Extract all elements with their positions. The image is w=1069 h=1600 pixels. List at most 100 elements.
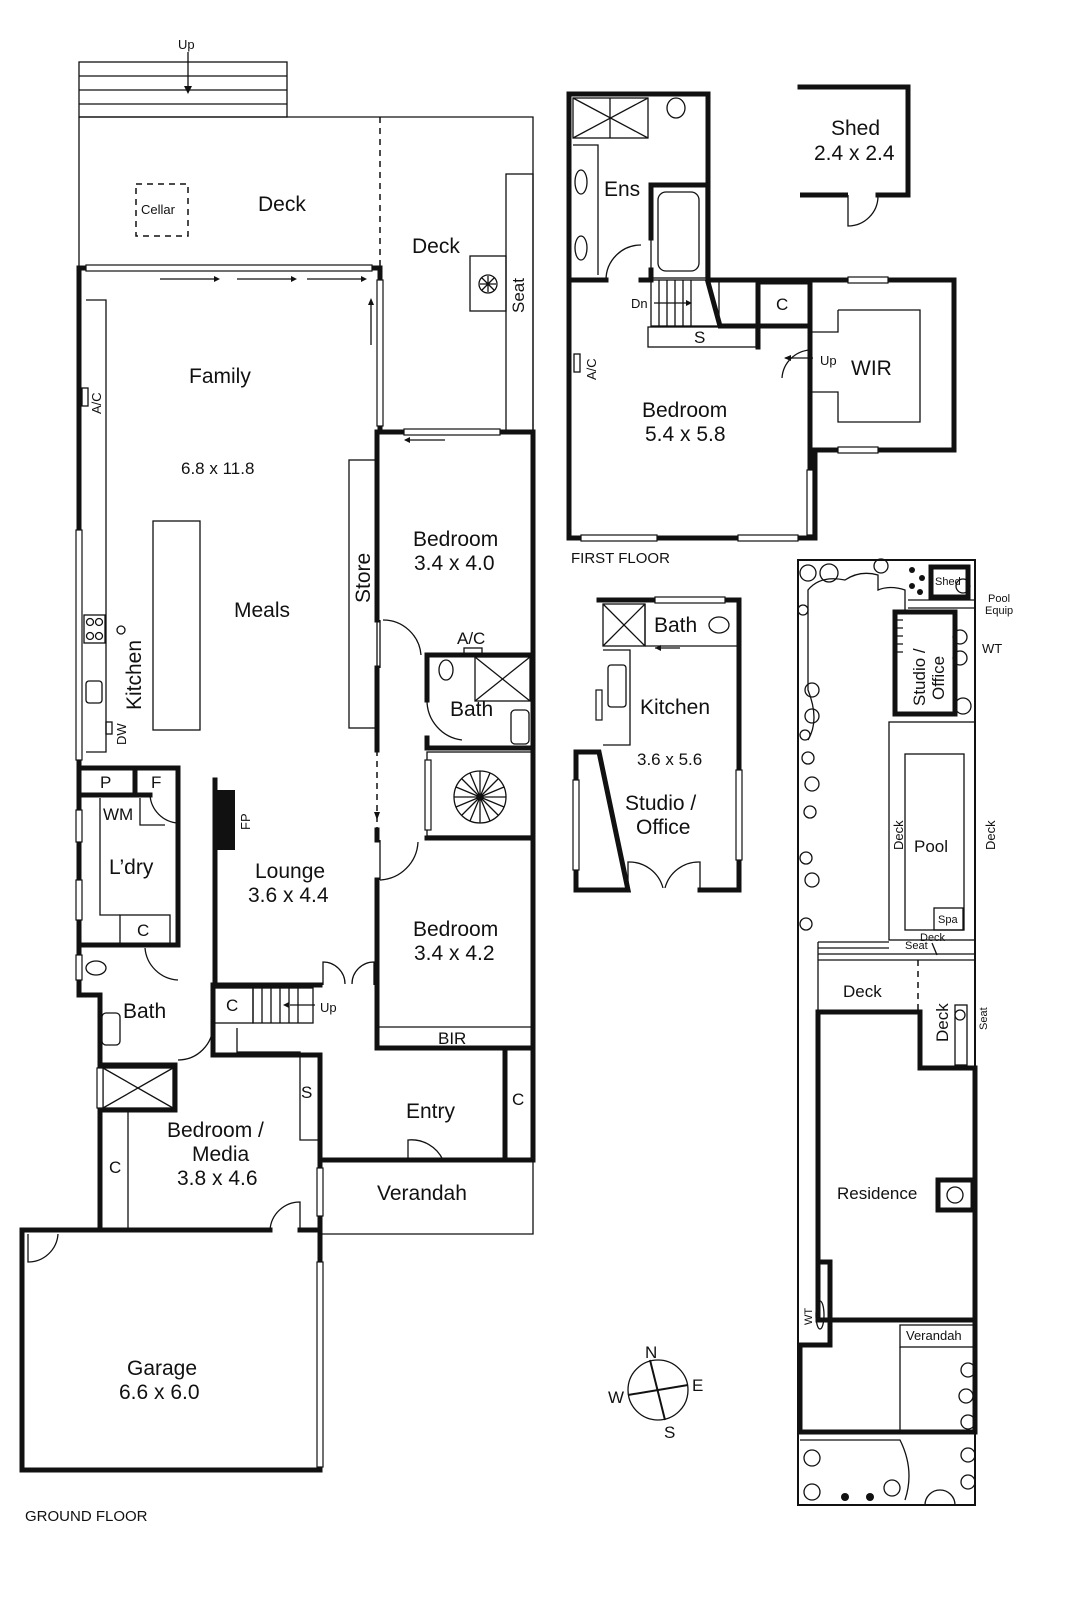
cellar-label: Cellar <box>141 202 176 217</box>
cellar-hatch <box>135 183 189 237</box>
up-label-stair: Up <box>320 1000 337 1015</box>
seat-small-label: Seat <box>905 940 928 952</box>
bbq-grill-icon <box>478 274 498 294</box>
pantry-label: P <box>100 773 111 792</box>
ens-label: Ens <box>604 178 640 201</box>
entry-label: Entry <box>406 1100 456 1123</box>
deck-steps <box>78 52 288 118</box>
seat-right-label: Seat <box>978 1007 990 1030</box>
site-studio-label: Studio / <box>910 648 929 706</box>
compass-s: S <box>664 1423 675 1442</box>
first-floor: Ens Dn S C Up WIR A/C Bed <box>566 91 957 567</box>
deck-mid-label: Deck <box>843 982 882 1001</box>
wir-label: WIR <box>851 357 892 380</box>
compass-icon: N E S W <box>608 1343 703 1442</box>
sink-icon <box>85 680 103 704</box>
deck-pool-right-label: Deck <box>983 820 998 850</box>
shower-icon-mid <box>474 656 531 702</box>
site-studio-label-2: Office <box>929 656 948 700</box>
deck-pool-left-label: Deck <box>891 820 906 850</box>
bedroom-media-dimensions: 3.8 x 4.6 <box>177 1167 258 1190</box>
ground-floor: Up Cellar Deck Deck Seat <box>19 37 536 1525</box>
c-media-label: C <box>109 1158 121 1177</box>
basin-icon-mid <box>510 709 530 745</box>
kitchen-label: Kitchen <box>123 640 146 710</box>
laundry-label: L’dry <box>109 856 154 879</box>
compass-w: W <box>608 1388 624 1407</box>
wt-top-label: WT <box>982 641 1002 656</box>
kitchen-island <box>152 520 201 731</box>
c-stair-label: C <box>226 996 238 1015</box>
sink-icon-studio <box>607 664 627 708</box>
cooktop-icon <box>83 614 126 644</box>
bedroom-media-label: Bedroom / <box>167 1119 264 1142</box>
studio-kitchen-label: Kitchen <box>640 696 710 719</box>
basin-icon-left <box>101 1012 121 1046</box>
bbq <box>469 255 507 312</box>
stair-icon <box>252 987 315 1024</box>
s-label-first: S <box>694 328 705 347</box>
deck-label-right: Deck <box>412 235 460 258</box>
lounge-dimensions: 3.6 x 4.4 <box>248 884 329 907</box>
residence-label: Residence <box>837 1184 917 1203</box>
garage-dimensions: 6.6 x 6.0 <box>119 1381 200 1404</box>
stair-icon-first <box>650 279 720 327</box>
bedroom3-label: Bedroom <box>413 918 498 941</box>
compass-n: N <box>645 1343 657 1362</box>
pool-equip-label: Pool <box>988 593 1010 605</box>
up-label-first: Up <box>820 353 837 368</box>
bedroom-first-label: Bedroom <box>642 399 727 422</box>
site-shed-label: Shed <box>935 576 961 588</box>
dw-label: DW <box>114 723 129 745</box>
up-label-deck: Up <box>178 37 195 52</box>
toilet-icon-mid <box>438 659 454 681</box>
deck-vert-label: Deck <box>933 1003 952 1042</box>
site-plan: Shed Pool Equip WT Studio / Office Deck … <box>797 558 1013 1506</box>
fireplace <box>215 790 235 850</box>
ground-floor-caption: GROUND FLOOR <box>25 1508 148 1525</box>
site-verandah-label: Verandah <box>906 1328 962 1343</box>
s-stair-label: S <box>301 1083 312 1102</box>
deck-label-left: Deck <box>258 193 306 216</box>
shed: Shed 2.4 x 2.4 <box>797 84 911 227</box>
store-label: Store <box>352 553 375 603</box>
bedroom-media-label-2: Media <box>192 1143 250 1166</box>
family-dimensions: 6.8 x 11.8 <box>181 459 254 478</box>
bedroom2-dimensions: 3.4 x 4.0 <box>414 552 495 575</box>
shower-icon-ens <box>572 97 649 139</box>
first-floor-caption: FIRST FLOOR <box>571 550 670 567</box>
shed-label: Shed <box>831 117 880 140</box>
c-laundry-label: C <box>137 921 149 940</box>
bedroom2-label: Bedroom <box>413 528 498 551</box>
toilet-icon-left <box>85 960 107 976</box>
ac-label-family: A/C <box>89 392 104 414</box>
dn-label: Dn <box>631 296 648 311</box>
shed-dimensions: 2.4 x 2.4 <box>814 142 895 165</box>
fridge-label: F <box>151 773 161 792</box>
bath-mid-label: Bath <box>450 698 493 721</box>
compass-e: E <box>692 1376 703 1395</box>
pool-equip-label-2: Equip <box>985 605 1013 617</box>
studio-bath-label: Bath <box>654 614 697 637</box>
fp-label: FP <box>238 813 253 830</box>
ac-label-first: A/C <box>584 358 599 380</box>
lounge-label: Lounge <box>255 860 325 883</box>
bedroom-first-dimensions: 5.4 x 5.8 <box>645 423 726 446</box>
studio-building: Bath Kitchen 3.6 x 5.6 Studio / Office <box>572 596 743 893</box>
wt-side-label: WT <box>803 1308 815 1325</box>
bath-left-label: Bath <box>123 1000 166 1023</box>
verandah-label: Verandah <box>377 1182 467 1205</box>
garage-label: Garage <box>127 1357 197 1380</box>
seat-label: Seat <box>509 278 528 313</box>
family-label: Family <box>189 365 251 388</box>
c-label-first: C <box>776 295 788 314</box>
toilet-icon-ens <box>666 97 686 119</box>
studio-label-2: Office <box>636 816 690 839</box>
ac-label-bath: A/C <box>457 629 485 648</box>
spa-label: Spa <box>938 914 958 926</box>
deck-small-label: Deck <box>920 932 946 944</box>
studio-dimensions: 3.6 x 5.6 <box>637 750 702 769</box>
shower-icon-left <box>102 1067 174 1109</box>
c-entry-label: C <box>512 1090 524 1109</box>
